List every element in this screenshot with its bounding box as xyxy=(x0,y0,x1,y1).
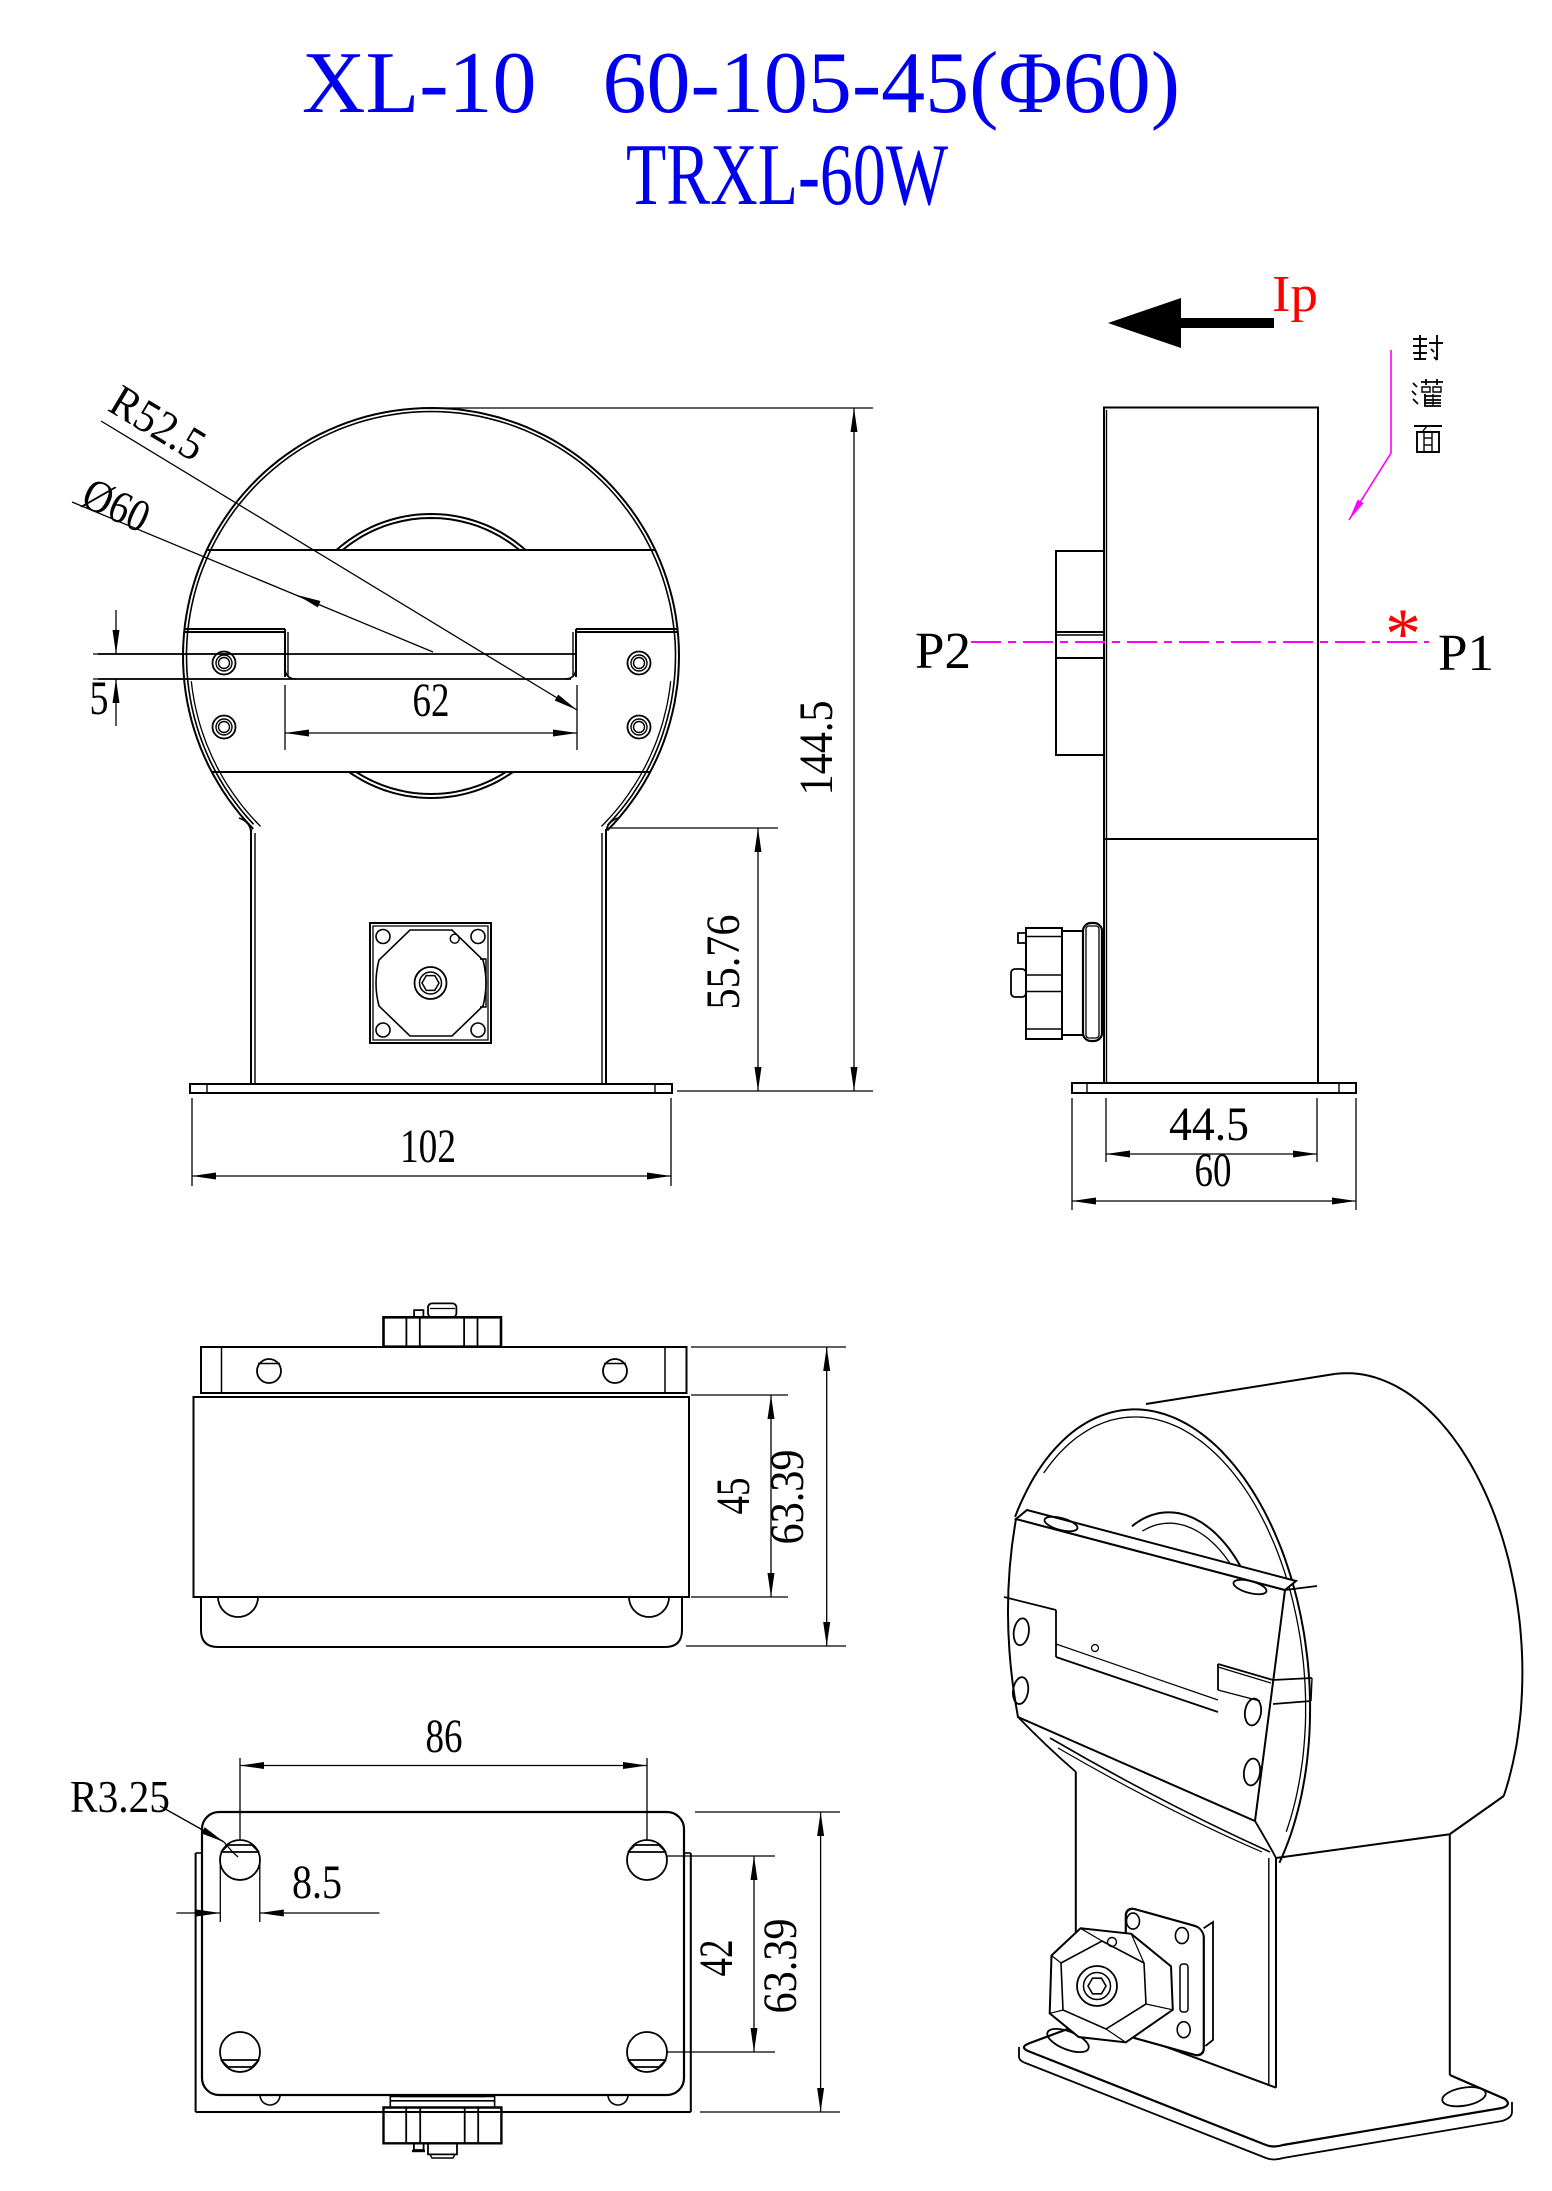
svg-text:8.5: 8.5 xyxy=(292,1856,342,1909)
svg-text:Ø60: Ø60 xyxy=(75,467,158,542)
svg-text:102: 102 xyxy=(400,1120,456,1173)
svg-text:P1: P1 xyxy=(1438,625,1494,682)
svg-text:R52.5: R52.5 xyxy=(101,375,215,471)
svg-text:P2: P2 xyxy=(915,623,971,680)
svg-text:63.39: 63.39 xyxy=(761,1450,814,1545)
svg-text:5: 5 xyxy=(90,672,109,725)
svg-text:62: 62 xyxy=(413,674,450,727)
svg-text:44.5: 44.5 xyxy=(1169,1098,1249,1151)
svg-text:144.5: 144.5 xyxy=(790,701,843,796)
svg-text:42: 42 xyxy=(690,1940,743,1977)
svg-text:45: 45 xyxy=(707,1478,760,1515)
svg-text:XL-10 60-105-45(Φ60): XL-10 60-105-45(Φ60) xyxy=(302,35,1180,132)
svg-text:Ip: Ip xyxy=(1272,266,1318,323)
svg-text:*: * xyxy=(1385,594,1421,674)
svg-text:R3.25: R3.25 xyxy=(70,1771,170,1822)
svg-text:55.76: 55.76 xyxy=(697,915,750,1010)
svg-text:63.39: 63.39 xyxy=(754,1919,807,2014)
svg-text:TRXL-60W: TRXL-60W xyxy=(626,127,948,224)
svg-text:60: 60 xyxy=(1195,1144,1232,1197)
svg-text:86: 86 xyxy=(426,1710,463,1763)
